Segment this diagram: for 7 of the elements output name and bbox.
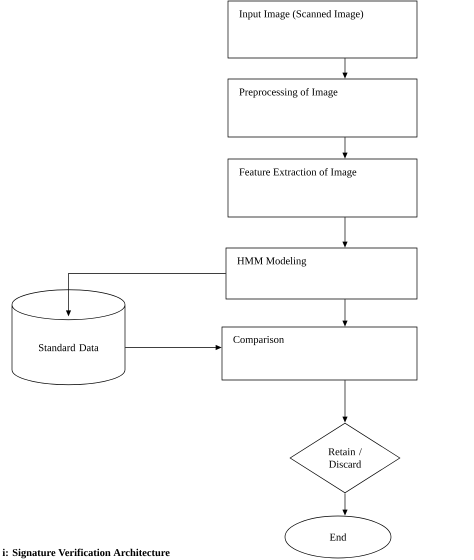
process-box: Preprocessing of Image	[228, 78, 418, 138]
process-box: Feature Extraction of Image	[228, 158, 418, 218]
process-box: Input Image (Scanned Image)	[228, 0, 418, 58]
database-cylinder: Standard Data	[12, 289, 126, 386]
process-box: HMM Modeling	[226, 248, 418, 300]
process-box: Comparison	[222, 326, 418, 380]
caption: i: Signature Verification Architecture	[2, 548, 170, 558]
